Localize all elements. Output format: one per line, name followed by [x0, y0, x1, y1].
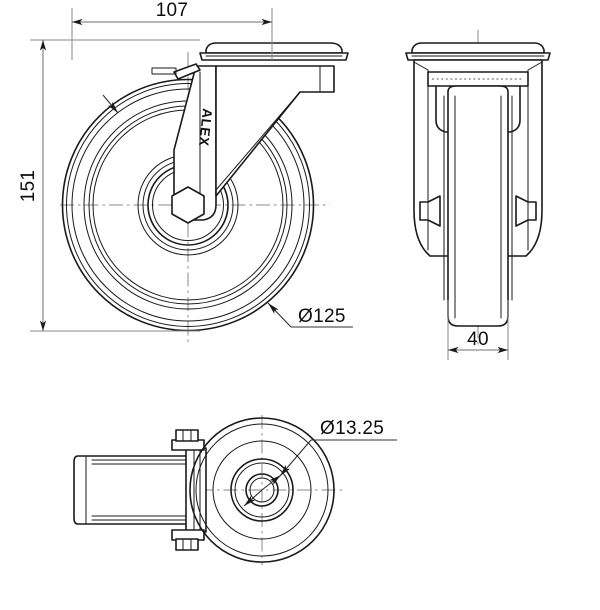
- dim-125-label: Ø125: [298, 306, 346, 327]
- plan-bolt-shank-bottom: [171, 529, 205, 541]
- dimension-overall-width: 107: [71, 0, 273, 60]
- plan-bore-arrow-a: [261, 474, 282, 491]
- wheel-tread-profile: [447, 85, 509, 327]
- svg-text:ALEX: ALEX: [196, 108, 215, 147]
- plan-kingpin-mid-circle: [234, 462, 290, 518]
- plan-bore-circle: [245, 473, 279, 507]
- grease-nipple: [151, 67, 177, 75]
- side-view: ALEX: [60, 42, 349, 345]
- fork-left-leg-inner: [435, 85, 463, 301]
- top-plate-body: [205, 42, 343, 54]
- axle-hex-nut: [171, 186, 205, 224]
- plan-raceway-circle: [212, 440, 312, 540]
- tyre-inner-circle-b: [71, 88, 305, 322]
- dim-40-label: 40: [467, 329, 489, 350]
- tyre-material-pointer: [102, 94, 119, 114]
- dim-1325-label: Ø13.25: [320, 418, 384, 439]
- plan-wheel-body: [73, 455, 197, 525]
- dimension-bore-diameter: Ø13.25: [279, 418, 397, 477]
- dim-151-label: 151: [18, 170, 39, 203]
- plan-kingpin-outer-circle: [230, 458, 294, 522]
- dim-1325-leader-slant: [279, 439, 312, 477]
- plan-bolt-head-bottom-facets: [182, 538, 192, 551]
- fork-swivel-lug: [173, 63, 201, 80]
- plan-bolt-head-bottom: [175, 538, 199, 551]
- front-top-plate-body: [411, 42, 545, 54]
- dimension-wheel-width: 40: [447, 300, 509, 360]
- plan-second-circle: [195, 423, 329, 557]
- fork-top-arm: [215, 65, 335, 197]
- dimension-overall-height: 151: [18, 39, 200, 332]
- yoke-raceway-band: [427, 71, 529, 87]
- plan-bolt-head-top-facets: [182, 429, 192, 442]
- bottom-view: [73, 415, 345, 565]
- fork-arm-inner-edge: [215, 91, 301, 191]
- brand-mark-alex: ALEX: [196, 108, 215, 147]
- plan-bolt-head-top: [175, 429, 199, 442]
- tyre-inner-circle-a: [66, 83, 310, 327]
- dimension-wheel-diameter: Ø125: [267, 302, 353, 328]
- fork-right-leg-inner: [493, 85, 521, 301]
- dim-107-label: 107: [156, 0, 189, 21]
- front-view: [405, 30, 551, 345]
- yoke-right-shoulder: [527, 61, 543, 251]
- plan-bore-arrow-b: [243, 489, 263, 507]
- plan-outer-circle: [189, 417, 335, 563]
- dim-125-leader-slant: [267, 302, 292, 328]
- yoke-left-shoulder: [413, 61, 429, 251]
- plan-bore-inner-circle: [249, 477, 275, 503]
